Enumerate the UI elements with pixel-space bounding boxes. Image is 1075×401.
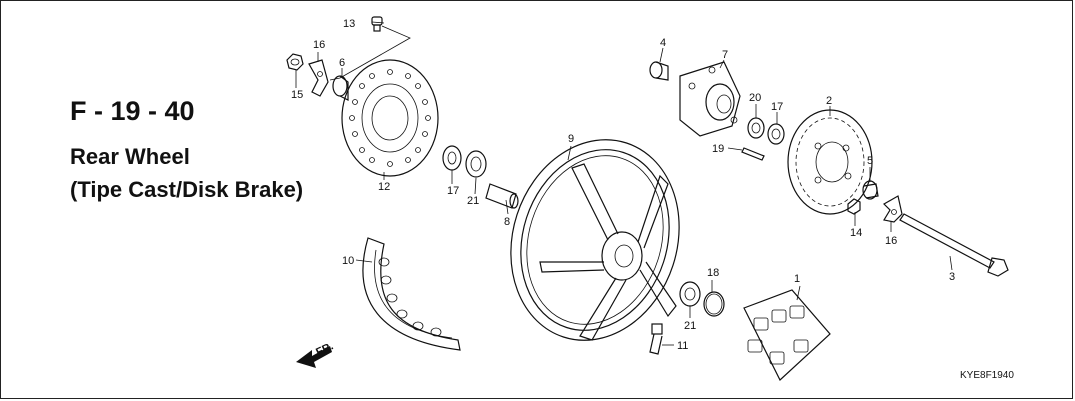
- callout-20: 20: [749, 92, 761, 104]
- tire-10[interactable]: [362, 237, 461, 351]
- callout-labels: 1 2 3 4 5 6 7 8 9 10 11 12 13 14 15 16 1…: [291, 18, 955, 352]
- callout-13: 13: [343, 18, 355, 30]
- nut-14[interactable]: [847, 198, 861, 215]
- callout-21-left: 21: [467, 195, 479, 207]
- callout-1: 1: [794, 273, 800, 285]
- callout-10: 10: [342, 255, 354, 267]
- brake-disc-12[interactable]: [341, 59, 439, 177]
- callout-9: 9: [568, 133, 574, 145]
- callout-16-left: 16: [313, 39, 325, 51]
- callout-15: 15: [291, 89, 303, 101]
- callout-3: 3: [949, 271, 955, 283]
- callout-7: 7: [722, 49, 728, 61]
- bearing-17-left[interactable]: [442, 145, 462, 171]
- title-line-1: Rear Wheel: [70, 144, 190, 169]
- callout-17-right: 17: [771, 101, 783, 113]
- diagram-title: Rear Wheel (Tipe Cast/Disk Brake): [70, 140, 303, 206]
- stud-19[interactable]: [741, 147, 765, 161]
- bearing-21-right[interactable]: [679, 281, 701, 307]
- callout-4: 4: [660, 37, 666, 49]
- flange-7[interactable]: [679, 61, 741, 137]
- callout-5: 5: [867, 155, 873, 167]
- o-ring-18[interactable]: [703, 291, 725, 317]
- callout-12: 12: [378, 181, 390, 193]
- callout-8: 8: [504, 216, 510, 228]
- bearing-17-right[interactable]: [767, 123, 785, 145]
- collar-20[interactable]: [747, 117, 765, 139]
- callout-2: 2: [826, 95, 832, 107]
- callout-6: 6: [339, 57, 345, 69]
- title-line-2: (Tipe Cast/Disk Brake): [70, 177, 304, 202]
- callout-leaders: [295, 21, 953, 346]
- bolt-4[interactable]: [649, 61, 669, 81]
- front-direction-arrow: FR.: [296, 340, 335, 368]
- callout-18: 18: [707, 267, 719, 279]
- fr-label: FR.: [314, 340, 335, 358]
- nut-15[interactable]: [286, 53, 304, 71]
- damper-rubber-1[interactable]: [743, 289, 831, 381]
- axle-3[interactable]: [899, 213, 1009, 277]
- sprocket-2[interactable]: [787, 109, 873, 215]
- reference-code: KYE8F1940: [960, 370, 1014, 381]
- valve-11[interactable]: [649, 323, 663, 355]
- bracket-16-right[interactable]: [883, 195, 903, 223]
- rear-wheel-9[interactable]: [485, 118, 704, 363]
- collar-8[interactable]: [485, 183, 519, 209]
- bearing-21-left[interactable]: [465, 150, 487, 178]
- callout-21-right: 21: [684, 320, 696, 332]
- callout-17-left: 17: [447, 185, 459, 197]
- callout-11: 11: [677, 340, 688, 352]
- diagram-code: F - 19 - 40: [70, 96, 195, 126]
- bracket-16-left[interactable]: [308, 59, 329, 97]
- callout-19: 19: [712, 143, 724, 155]
- callout-14: 14: [850, 227, 862, 239]
- callout-16-right: 16: [885, 235, 897, 247]
